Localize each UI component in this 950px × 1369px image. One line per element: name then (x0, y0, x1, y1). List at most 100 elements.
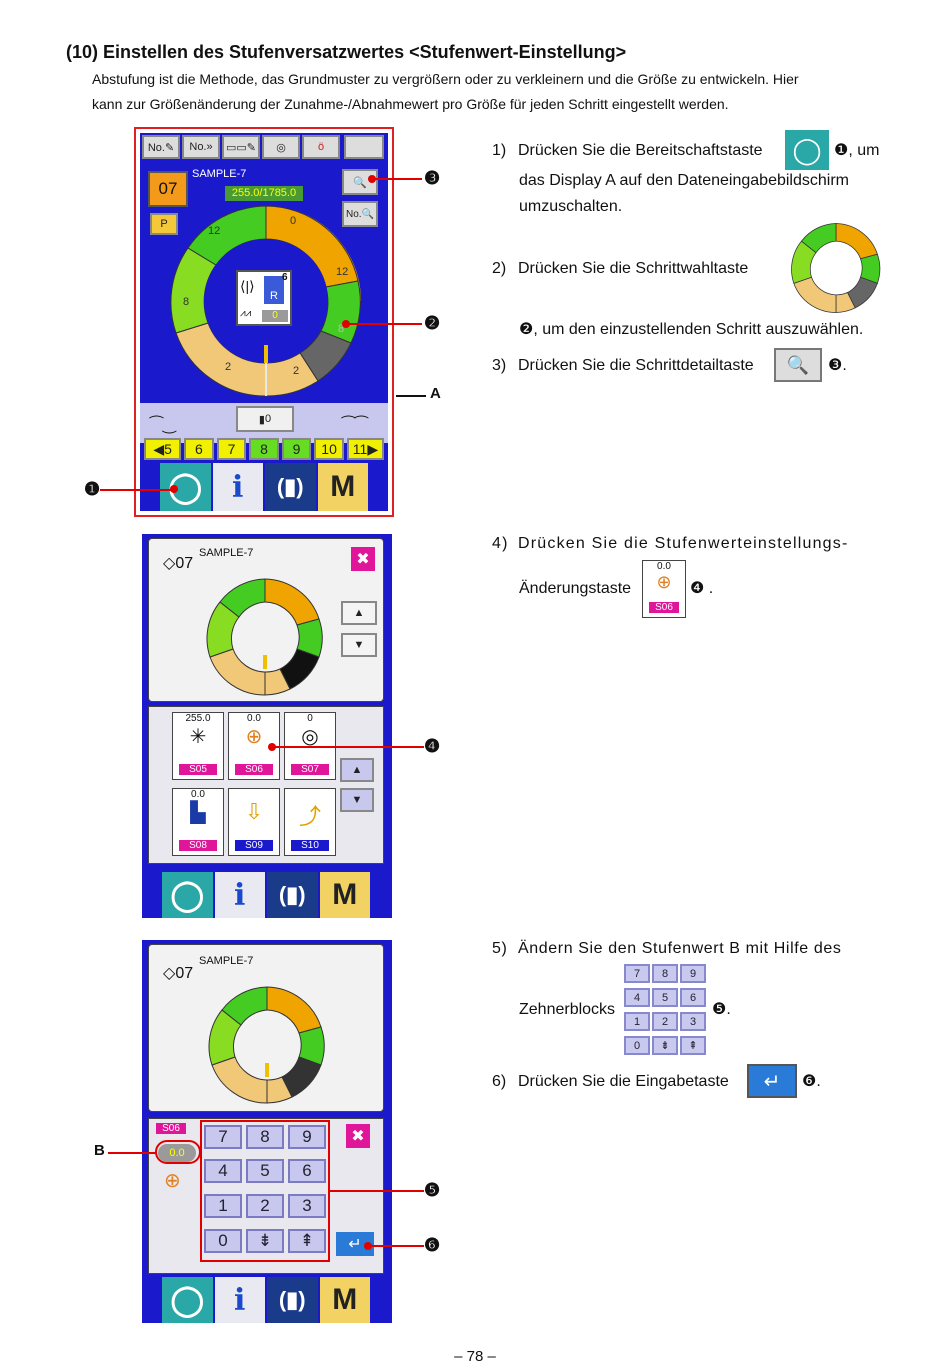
mini-key-2: 2 (652, 1012, 678, 1031)
step-ring (206, 578, 323, 696)
step-11[interactable]: 11▶ (346, 438, 385, 460)
mode-button[interactable]: M (319, 1277, 372, 1323)
key-8[interactable]: 8 (246, 1125, 284, 1149)
communication-button[interactable]: (▮) (267, 872, 320, 918)
presser-button[interactable]: ▮ 0 (236, 406, 294, 432)
stitch-counter-text: 255.0/1785.0 (231, 187, 297, 199)
edit-icon[interactable]: ▭▭✎ (222, 135, 260, 159)
tiles-up-button[interactable]: ▲ (340, 758, 374, 782)
key-0[interactable]: 0 (204, 1229, 242, 1253)
folder-button[interactable]: P (150, 213, 178, 235)
scroll-down-button[interactable]: ▼ (341, 633, 377, 657)
tile-s09[interactable]: ⇩ S09 (228, 788, 280, 856)
mini-key-0: 0 (624, 1036, 650, 1055)
step-10[interactable]: 10 (314, 438, 344, 460)
step-6[interactable]: 6 (184, 438, 214, 460)
key-3[interactable]: 3 (288, 1194, 326, 1218)
center-info-box[interactable]: ⟨|⟩ R 6 ⩘⩘ 0 (236, 270, 292, 326)
screen-2: ◇07 SAMPLE-7 ✖ ▲ ▼ 255.0 ✳ S05 0.0 ⊕ S06… (142, 534, 392, 918)
key-1[interactable]: 1 (204, 1194, 242, 1218)
folder-label: P (160, 218, 168, 230)
key-4[interactable]: 4 (204, 1159, 242, 1183)
reverse-block: R (264, 276, 284, 304)
step-5[interactable]: ◀5 (144, 438, 182, 460)
marker-3-line (372, 178, 422, 180)
communication-button[interactable]: (▮) (267, 1277, 320, 1323)
step-2-num: 2) (492, 260, 507, 277)
needle-down-icon: ⇩ (244, 799, 264, 824)
screen-3: ◇07 SAMPLE-7 S06 0.0 ⊕ 7 8 9 4 5 6 1 2 3… (142, 940, 392, 1323)
crosshair-icon: ⊕ (164, 1170, 181, 1192)
key-2[interactable]: 2 (246, 1194, 284, 1218)
pattern-no-badge[interactable]: ◇07 (163, 555, 194, 572)
blank-key[interactable] (344, 135, 384, 159)
intro-line-1: Abstufung ist die Methode, das Grundmust… (92, 71, 799, 87)
thread-arrow-icon: ⟨|⟩ (240, 278, 255, 294)
tiles-down-button[interactable]: ▼ (340, 788, 374, 812)
pattern-no-badge[interactable]: 07 (148, 171, 188, 207)
pattern-select-icon[interactable]: No.» (182, 135, 220, 159)
close-button[interactable]: ✖ (351, 547, 375, 571)
step-2-text-a: Drücken Sie die Schrittwahltaste (518, 260, 749, 277)
communication-button[interactable]: (▮) (265, 463, 318, 511)
step-2-line-2: ❷, um den einzustellenden Schritt auszuw… (519, 321, 864, 338)
step-1-line-3: umzuschalten. (519, 198, 623, 215)
pattern-no-icon[interactable]: No.✎ (142, 135, 180, 159)
key-5[interactable]: 5 (246, 1159, 284, 1183)
cancel-button[interactable]: ✖ (346, 1124, 370, 1148)
label-b: B (94, 1142, 105, 1159)
step-4-text-a: Drücken Sie die Stufenwerteinstellungs- (518, 535, 849, 552)
label-a: A (430, 385, 441, 402)
screen-3-top-card: ◇07 SAMPLE-7 (148, 944, 384, 1112)
crosshair-icon: ⊕ (245, 726, 263, 748)
key-6[interactable]: 6 (288, 1159, 326, 1183)
thread-icon[interactable]: ◎ (262, 135, 300, 159)
key-decrement[interactable]: ⇟ (246, 1229, 284, 1253)
tile-s06[interactable]: 0.0 ⊕ S06 (228, 712, 280, 780)
step-9[interactable]: 9 (281, 438, 312, 460)
ready-key-icon: ◯ (785, 130, 829, 170)
reverse-r: R (270, 290, 278, 302)
page-number: – 78 – (454, 1348, 496, 1365)
presser-icon: ▮ (258, 413, 265, 426)
key-increment[interactable]: ⇞ (288, 1229, 326, 1253)
step-7[interactable]: 7 (216, 438, 247, 460)
mini-key-7: 7 (624, 964, 650, 983)
pattern-no-badge[interactable]: ◇07 (163, 965, 194, 982)
pattern-name: SAMPLE-7 (199, 955, 254, 967)
info-button[interactable]: i (214, 1277, 267, 1323)
ready-button[interactable]: ◯ (162, 872, 215, 918)
tile-code: S09 (235, 840, 273, 851)
counter-icon[interactable]: ö (302, 135, 340, 159)
mini-key-up: ⇞ (680, 1036, 706, 1055)
key-9[interactable]: 9 (288, 1125, 326, 1149)
step-1-line-1: 1)Drücken Sie die Bereitschaftstaste (492, 138, 763, 164)
step-detail-button[interactable]: 🔍 (342, 169, 378, 195)
mode-button[interactable]: M (319, 872, 372, 918)
info-button[interactable]: i (214, 872, 267, 918)
tile-s08[interactable]: 0.0 ▙ S08 (172, 788, 224, 856)
step-ring (208, 986, 325, 1104)
info-button[interactable]: i (212, 463, 265, 511)
ready-button[interactable]: ◯ (162, 1277, 215, 1323)
needle-icon (264, 345, 268, 363)
step-ring[interactable] (168, 203, 364, 399)
pattern-name: SAMPLE-7 (199, 547, 254, 559)
tile-value: 0.0 (247, 713, 261, 724)
enter-key-icon: ↵ (747, 1064, 797, 1098)
tile-s10[interactable]: ⤴ S10 (284, 788, 336, 856)
tile-code: S10 (291, 840, 329, 851)
ready-button[interactable]: ◯ (160, 463, 213, 511)
enter-icon: ↵ (348, 1236, 362, 1253)
close-icon: ✖ (356, 551, 370, 568)
mini-key-3: 3 (680, 1012, 706, 1031)
value-highlight-ring (155, 1140, 201, 1164)
mode-button[interactable]: M (317, 463, 370, 511)
tile-s05[interactable]: 255.0 ✳ S05 (172, 712, 224, 780)
center-zero: 0 (262, 310, 288, 322)
no-zoom-button[interactable]: No.🔍 (342, 201, 378, 227)
key-7[interactable]: 7 (204, 1125, 242, 1149)
scroll-up-button[interactable]: ▲ (341, 601, 377, 625)
step-8[interactable]: 8 (249, 438, 279, 460)
pattern-no: 07 (175, 965, 194, 982)
